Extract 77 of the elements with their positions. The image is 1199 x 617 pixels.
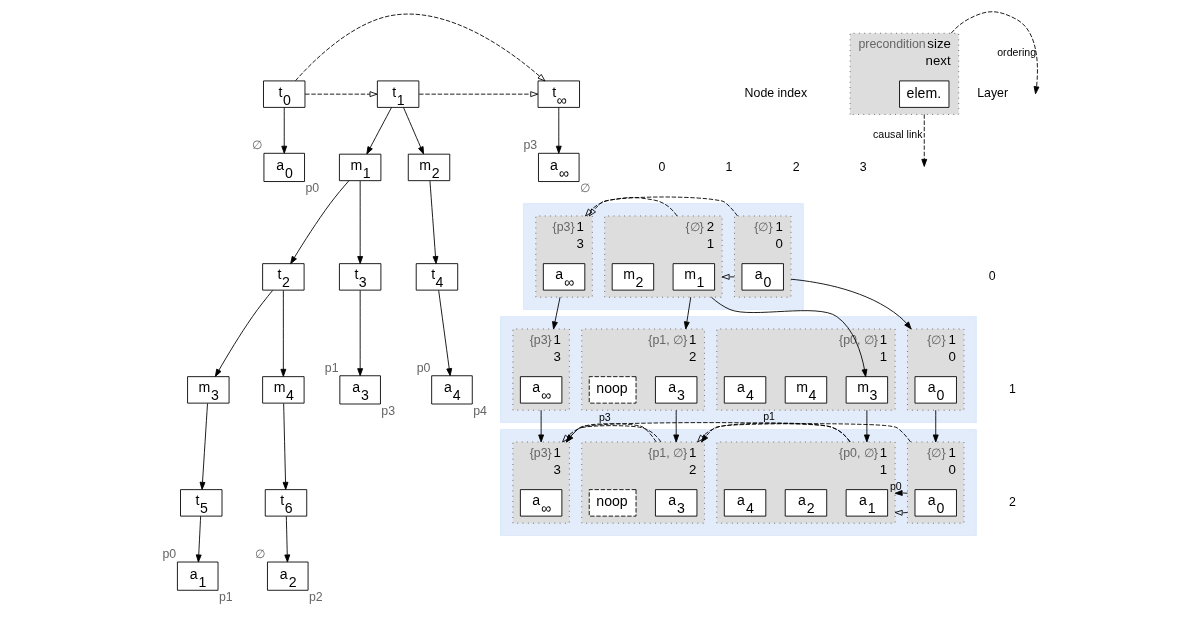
node-label: p3 bbox=[381, 403, 396, 418]
node-label: p0 bbox=[162, 546, 177, 561]
arrow bbox=[281, 107, 288, 154]
label: 0 bbox=[988, 269, 996, 284]
label: 2 bbox=[792, 159, 800, 174]
arrow bbox=[304, 91, 378, 98]
label: Node index bbox=[744, 86, 808, 101]
arrow bbox=[921, 114, 928, 167]
label: 3 bbox=[859, 159, 867, 174]
label: 0 bbox=[658, 159, 666, 174]
node-label: {p3} bbox=[529, 333, 552, 348]
arrow bbox=[199, 403, 208, 490]
node-label: {∅} bbox=[685, 220, 704, 235]
arrow bbox=[721, 274, 735, 280]
cluster bbox=[500, 316, 977, 423]
arrow bbox=[357, 180, 364, 264]
arrow bbox=[282, 403, 289, 490]
arrow bbox=[284, 515, 291, 563]
node-label: {∅} bbox=[927, 333, 946, 348]
node-label: p3 bbox=[523, 138, 538, 153]
arrow bbox=[552, 296, 561, 330]
arrow bbox=[585, 196, 738, 217]
edge-label: p3 bbox=[599, 410, 611, 423]
node-label: {∅} bbox=[754, 220, 773, 235]
node-label: precondition bbox=[858, 37, 926, 52]
arrow bbox=[429, 180, 439, 264]
arrow bbox=[195, 515, 202, 563]
label: 1 bbox=[725, 159, 733, 174]
arrow bbox=[710, 296, 868, 377]
arrow bbox=[894, 490, 908, 496]
node-label: {p1, ∅} bbox=[648, 446, 688, 461]
arrow bbox=[950, 11, 1040, 95]
node-label: p0 bbox=[416, 360, 431, 375]
arrow bbox=[357, 290, 364, 377]
node-label: {p1, ∅} bbox=[648, 333, 688, 348]
node-label: {p3} bbox=[529, 446, 552, 461]
label: 2 bbox=[1009, 495, 1016, 510]
edge-label: causal link bbox=[873, 127, 923, 140]
node-label: p1 bbox=[324, 360, 339, 375]
arrow bbox=[295, 13, 546, 82]
node-label: p1 bbox=[218, 590, 233, 605]
arrow bbox=[403, 107, 425, 155]
arrow bbox=[894, 509, 908, 516]
arrow bbox=[673, 409, 680, 443]
arrow bbox=[562, 422, 851, 443]
arrow bbox=[418, 91, 539, 98]
arrow bbox=[588, 197, 678, 217]
label: 1 bbox=[1009, 382, 1016, 397]
label: Layer bbox=[977, 86, 1009, 101]
arrow bbox=[538, 409, 545, 443]
node-box: noop bbox=[588, 489, 637, 517]
arrow bbox=[683, 296, 692, 330]
arrow bbox=[366, 107, 392, 155]
node-label: {∅} bbox=[927, 446, 946, 461]
node-box: noop bbox=[588, 376, 637, 404]
node-label: ∅ bbox=[579, 181, 590, 196]
node-box: elem. bbox=[899, 80, 950, 108]
node-label: {p3} bbox=[552, 220, 575, 235]
arrow bbox=[214, 289, 274, 377]
node-label: p4 bbox=[473, 403, 487, 418]
arrow bbox=[280, 290, 287, 377]
arrow bbox=[438, 290, 453, 377]
cluster bbox=[500, 429, 977, 536]
arrow bbox=[790, 278, 912, 330]
arrow bbox=[697, 423, 911, 443]
node-label: ∅ bbox=[255, 546, 266, 561]
arrow bbox=[932, 409, 939, 443]
arrow bbox=[290, 180, 350, 265]
cluster bbox=[523, 203, 804, 310]
arrow bbox=[863, 409, 870, 443]
edge-label: p1 bbox=[763, 410, 776, 423]
node-label: p2 bbox=[308, 590, 323, 605]
node-label: p0 bbox=[305, 181, 320, 196]
node-label: {p0, ∅} bbox=[839, 446, 878, 461]
edge-label: ordering bbox=[997, 46, 1037, 59]
node-label: ∅ bbox=[251, 138, 262, 153]
arrow bbox=[555, 107, 562, 154]
